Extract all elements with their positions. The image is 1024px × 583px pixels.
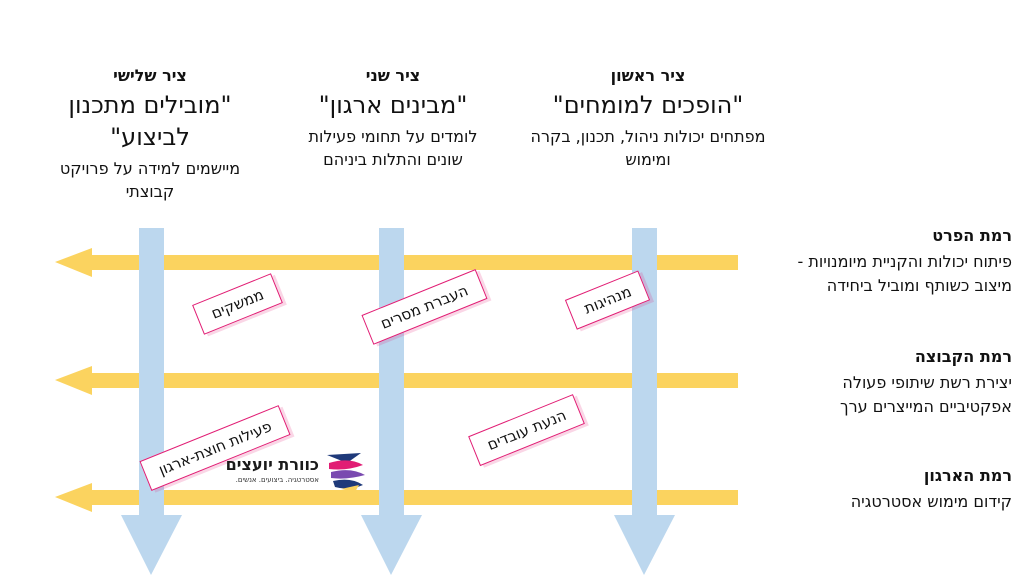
- axis-third-title: ציר שלישי: [113, 66, 187, 85]
- logo-tagline: אסטרטגיה. ביצועים. אנשים.: [235, 476, 319, 484]
- logo-mark-icon: [327, 453, 365, 492]
- logo-name: כוורת יועצים: [225, 455, 319, 474]
- axis-arrow-second: [361, 228, 422, 575]
- company-logo: כוורת יועצים אסטרטגיה. ביצועים. אנשים.: [226, 445, 371, 495]
- axis-third-headline: "מובילים מתכנון לביצוע": [68, 91, 232, 151]
- level-arrow-organization: [55, 483, 738, 512]
- axis-third-header: ציר שלישי "מובילים מתכנון לביצוע" מיישמי…: [30, 66, 270, 203]
- level-organization-desc: קידום מימוש אסטרטגיה: [850, 492, 1012, 511]
- level-individual-desc: פיתוח יכולות והקניית מיומנויות - מיצוב כ…: [797, 252, 1012, 295]
- axis-second-title: ציר שני: [365, 66, 421, 85]
- level-organization-title: רמת הארגון: [923, 466, 1012, 485]
- axis-first-header: ציר ראשון "הופכים למומחים" מפתחים יכולות…: [528, 66, 768, 171]
- axis-second-headline: "מבינים ארגון": [318, 91, 468, 119]
- axis-first-desc: מפתחים יכולות ניהול, תכנון, בקרה ומימוש: [530, 127, 766, 169]
- level-group-desc: יצירת רשת שיתופי פעולה אפקטיביים המייצרי…: [839, 373, 1012, 416]
- axis-first-title: ציר ראשון: [610, 66, 686, 85]
- level-arrow-individual: [55, 248, 738, 277]
- axis-second-header: ציר שני "מבינים ארגון" לומדים על תחומי פ…: [273, 66, 513, 171]
- axis-second-desc: לומדים על תחומי פעילות שונים והתלות ביני…: [308, 127, 478, 169]
- level-individual-title: רמת הפרט: [932, 226, 1012, 245]
- level-group-title: רמת הקבוצה: [914, 347, 1012, 366]
- level-arrow-group: [55, 366, 738, 395]
- axis-third-desc: מיישמים למידה על פרויקט קבוצתי: [59, 159, 241, 201]
- axis-arrow-third: [121, 228, 182, 575]
- axis-first-headline: "הופכים למומחים": [552, 91, 744, 119]
